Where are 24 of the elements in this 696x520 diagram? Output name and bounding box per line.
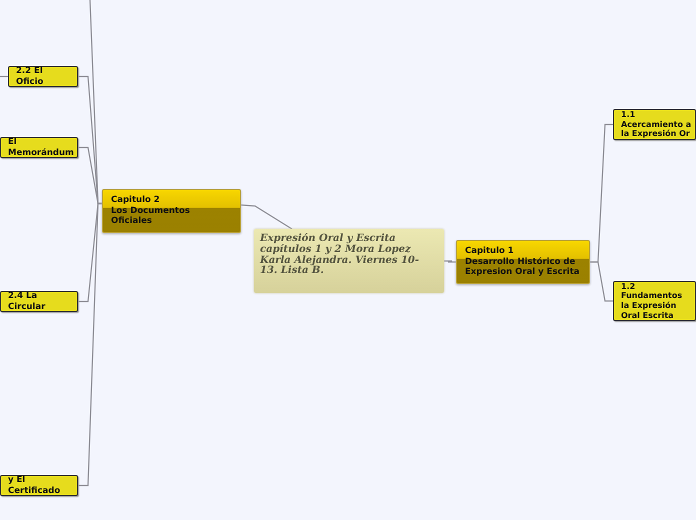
- connector-line: [590, 261, 613, 302]
- chapter-box: [456, 240, 590, 284]
- subtopic-box: [0, 291, 78, 312]
- subtopic-text: 1.2 Fundamentos la Expresión Oral Escrita: [621, 282, 684, 320]
- chapter-text: Los Documentos Oficiales: [111, 206, 191, 227]
- chapter-text: Capitulo 1: [465, 246, 515, 257]
- subtopic-text: 1.1 Acercamiento a la Expresión Or: [621, 110, 692, 139]
- connector-line: [240, 204, 292, 230]
- connector-line: [444, 260, 456, 263]
- subtopic-text: El Memorándum: [8, 137, 74, 158]
- subtopic-text: 2.4 La Circular: [8, 291, 46, 312]
- subtopic-box: [0, 475, 78, 496]
- chapter-text: Capitulo 2: [111, 195, 161, 206]
- subtopic-box: [613, 109, 696, 140]
- subtopic-box: [8, 66, 78, 87]
- chapter-text: Desarrollo Histórico de Expresion Oral y Escrita: [465, 256, 580, 278]
- connector-line: [89, 0, 102, 204]
- subtopic-text: 2.2 El Oficio: [16, 66, 44, 87]
- central-topic-box: [254, 229, 444, 293]
- subtopic-text: y El Certificado: [8, 475, 62, 496]
- subtopic-box: [613, 281, 696, 321]
- topic-text: Expresión Oral y Escrita capítulos 1 y 2 Mora Lopez Karla Alejandra. Viernes 10-13. Lista B.: [260, 234, 420, 278]
- subtopic-box: [0, 137, 78, 158]
- chapter-box: [102, 189, 241, 233]
